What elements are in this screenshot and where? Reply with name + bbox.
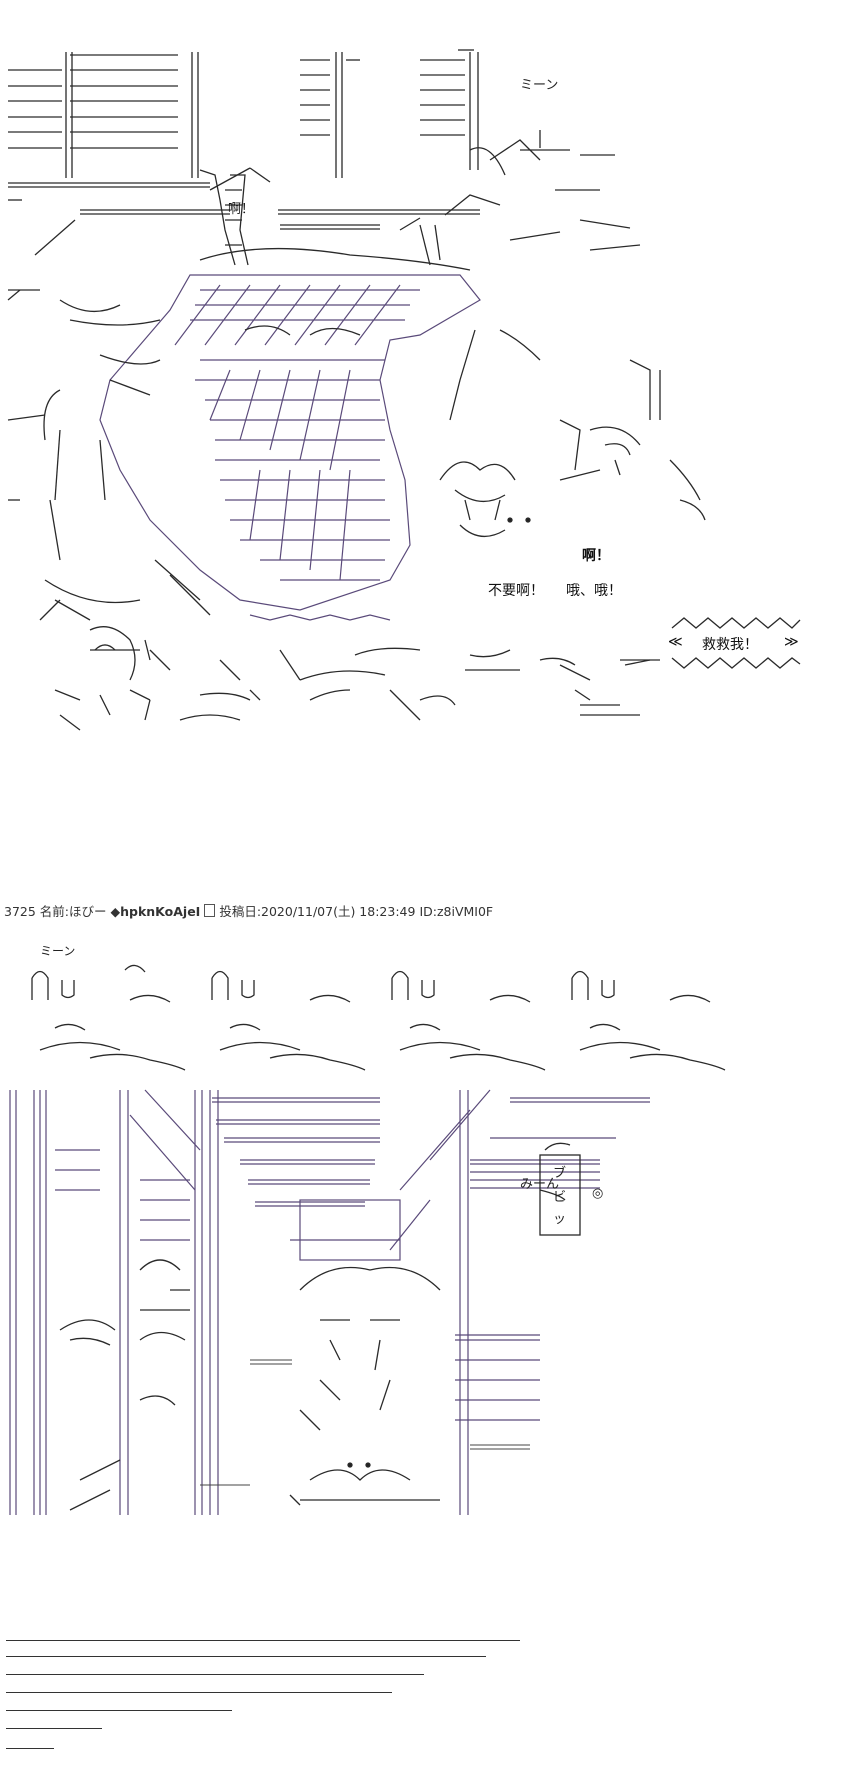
name-label: 名前: (39, 904, 70, 919)
rule-3 (6, 1674, 424, 1675)
top-ascii-art (7, 49, 801, 731)
rule-2 (6, 1656, 486, 1657)
sign-char-tsu: ッ (553, 1212, 567, 1227)
save-me-open-bracket: ≪ (668, 634, 683, 650)
top-art-panel: ミーン 啊！ 啊！ 不要啊！ 哦、哦！ ≪ 救救我！ ≫ (0, 0, 848, 860)
rule-6 (6, 1728, 102, 1729)
post-header: 3725 名前:ほびー ◆hpknKoAjeI 投稿日:2020/11/07(土… (4, 901, 493, 920)
sign-char-bi: ビ (553, 1190, 567, 1205)
post-date: 2020/11/07(土) 18:23:49 (261, 904, 416, 919)
sign-circle-icon: ◎ (592, 1186, 604, 1201)
post-number: 3725 (4, 904, 36, 919)
speech-oh-oh: 哦、哦！ (566, 583, 622, 599)
rule-7 (6, 1748, 54, 1749)
rule-1 (6, 1640, 520, 1641)
poster-name: ほびー (69, 904, 107, 919)
rule-5 (6, 1710, 232, 1711)
exclaim-ah: 啊！ (582, 548, 610, 564)
sfx-miin: みーん (520, 1177, 560, 1192)
bottom-art-panel: ミーン みーん ブ ビ ッ ◎ (0, 940, 848, 1540)
exclaim-a: 啊！ (228, 202, 255, 217)
envelope-icon[interactable] (204, 904, 216, 917)
speech-save-me: 救救我！ (702, 637, 758, 653)
save-me-close-bracket: ≫ (784, 634, 799, 650)
bottom-ascii-art (9, 964, 726, 1515)
id-label: ID: (419, 904, 437, 919)
sfx-mii: ミーン (520, 78, 559, 93)
sign-char-bu: ブ (553, 1166, 567, 1181)
sfx-mii-top: ミーン (40, 944, 76, 958)
date-label: 投稿日: (219, 904, 262, 919)
speech-dont: 不要啊！ (488, 583, 544, 599)
rule-4 (6, 1692, 392, 1693)
poster-trip: ◆hpknKoAjeI (110, 904, 201, 919)
poster-id: z8iVMI0F (436, 904, 494, 919)
